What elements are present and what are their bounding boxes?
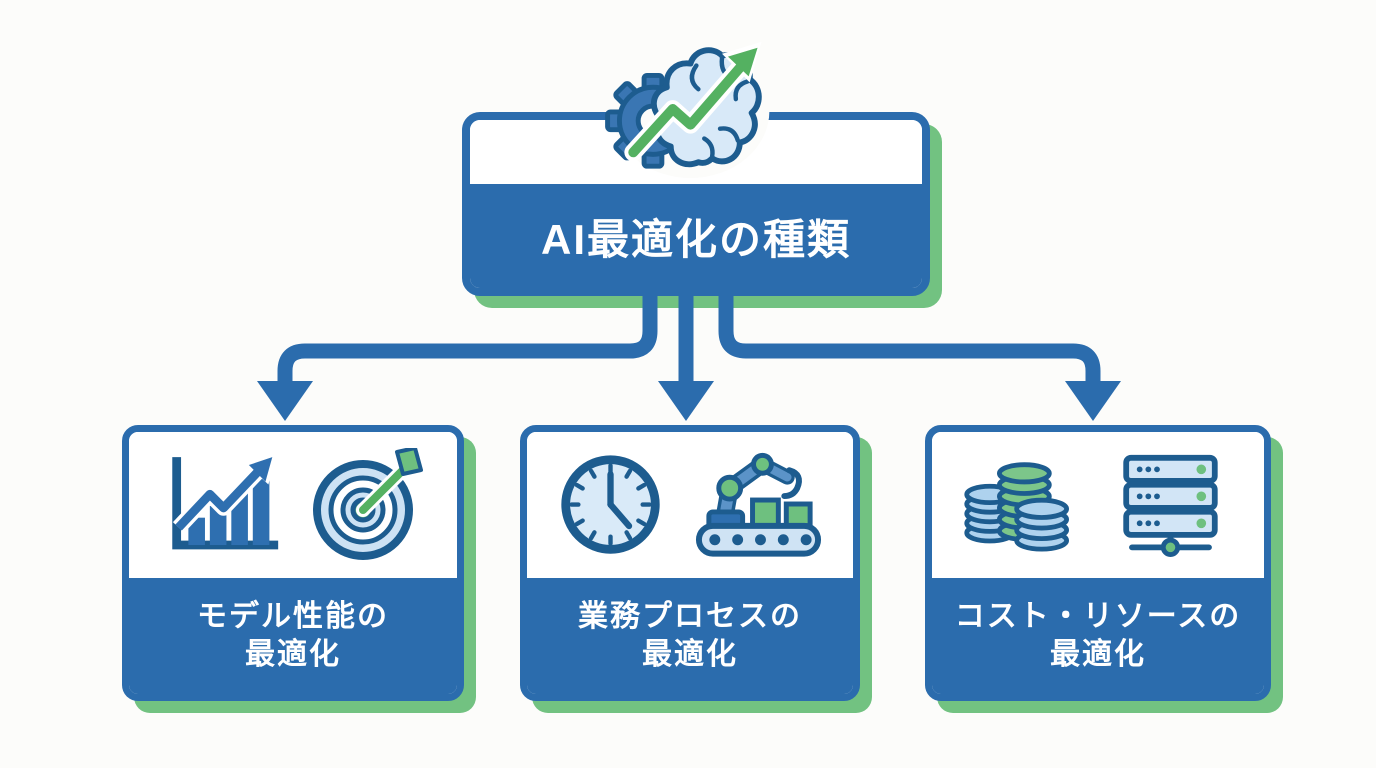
node-label-line1: 業務プロセスの xyxy=(578,600,802,633)
gear-brain-growth-icon xyxy=(605,41,770,179)
model-performance-band: モデル性能の 最適化 xyxy=(129,578,457,694)
business-process-icons xyxy=(527,432,853,578)
target-dart-icon xyxy=(312,447,423,560)
node-label-line2: 最適化 xyxy=(245,638,341,671)
cost-resource-icons xyxy=(932,432,1264,578)
node-model-performance: モデル性能の 最適化 xyxy=(122,425,464,701)
bar-chart-growth-icon xyxy=(171,455,278,550)
growth-arrow xyxy=(628,60,747,158)
node-business-process: 業務プロセスの 最適化 xyxy=(520,425,860,701)
root-title-band: AI最適化の種類 xyxy=(470,184,922,288)
model-performance-icons xyxy=(129,432,457,578)
robot-arm-conveyor-icon xyxy=(695,452,822,557)
page-title: AI最適化の種類 xyxy=(540,215,851,263)
clock-icon xyxy=(561,455,660,554)
arrowhead-right xyxy=(1065,381,1121,421)
node-label-line1: モデル性能の xyxy=(197,600,389,633)
cost-resource-band: コスト・リソースの 最適化 xyxy=(932,578,1264,694)
node-label-line2: 最適化 xyxy=(642,638,738,671)
server-rack-icon xyxy=(1123,454,1218,557)
arrowhead-center xyxy=(658,381,714,421)
node-label-line2: 最適化 xyxy=(1050,638,1146,671)
coin-stacks-icon xyxy=(964,462,1069,552)
node-cost-resource: コスト・リソースの 最適化 xyxy=(925,425,1271,701)
node-label-line1: コスト・リソースの xyxy=(954,600,1242,633)
business-process-band: 業務プロセスの 最適化 xyxy=(527,578,853,694)
arrowhead-left xyxy=(257,381,313,421)
